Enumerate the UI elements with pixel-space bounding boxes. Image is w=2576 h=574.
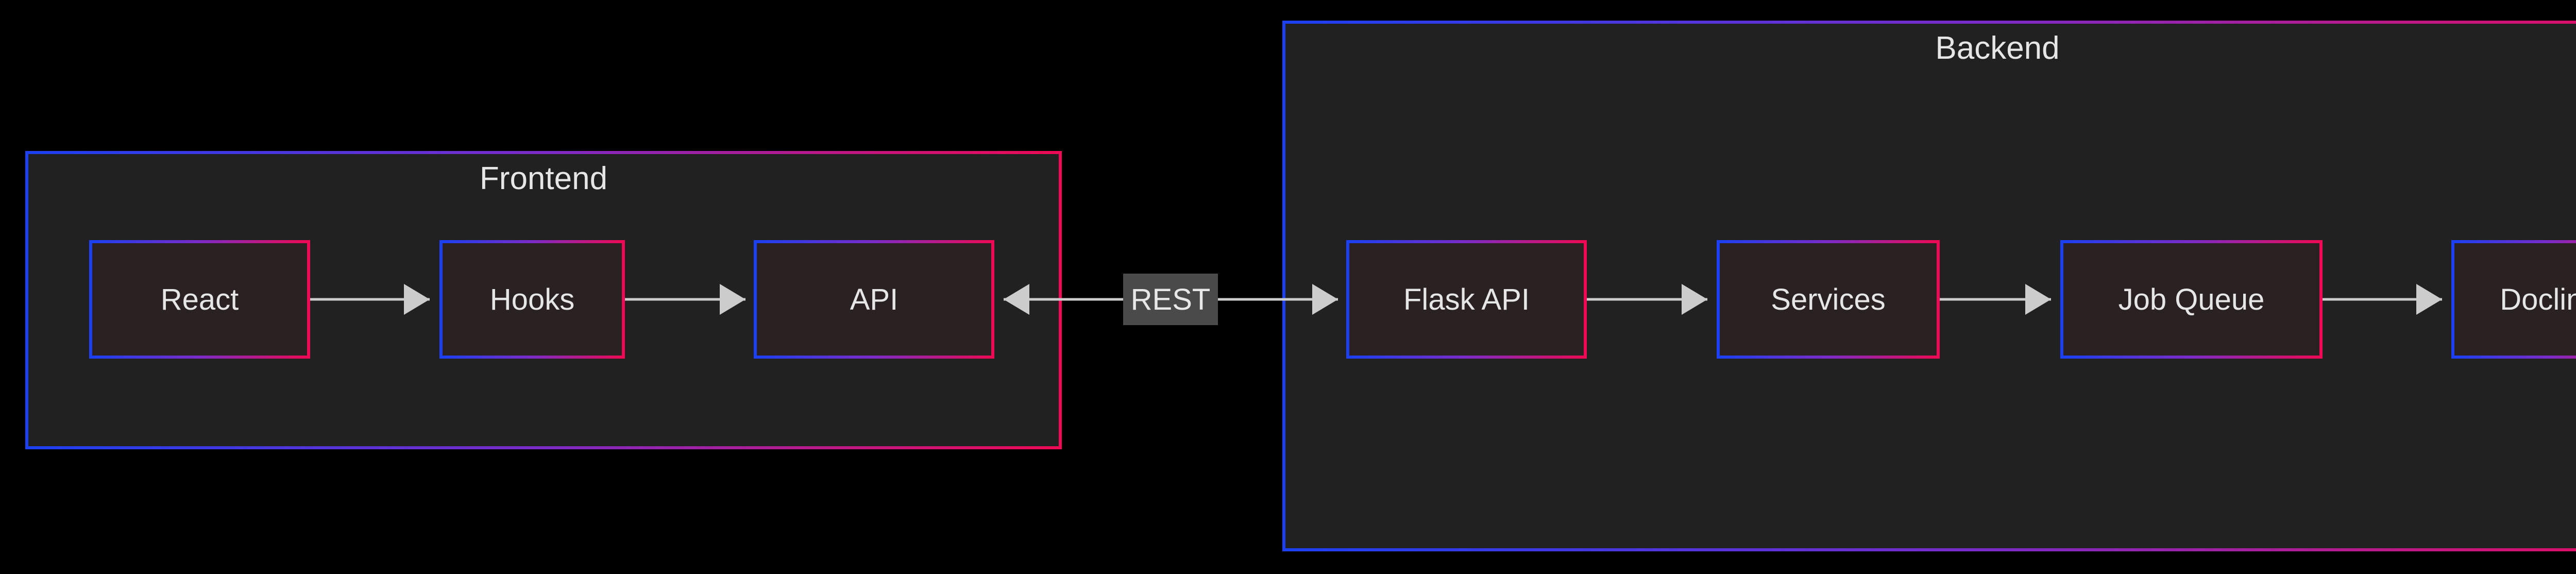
node-react: React — [89, 240, 310, 359]
node-job-queue: Job Queue — [2060, 240, 2323, 359]
edge-label-rest: REST — [1123, 274, 1218, 325]
node-api: API — [754, 240, 994, 359]
node-docling: Docling — [2451, 240, 2576, 359]
frontend-label: Frontend — [479, 161, 608, 196]
backend-label: Backend — [1935, 30, 2060, 66]
node-hooks: Hooks — [439, 240, 625, 359]
node-services: Services — [1717, 240, 1940, 359]
node-flask-api: Flask API — [1346, 240, 1587, 359]
